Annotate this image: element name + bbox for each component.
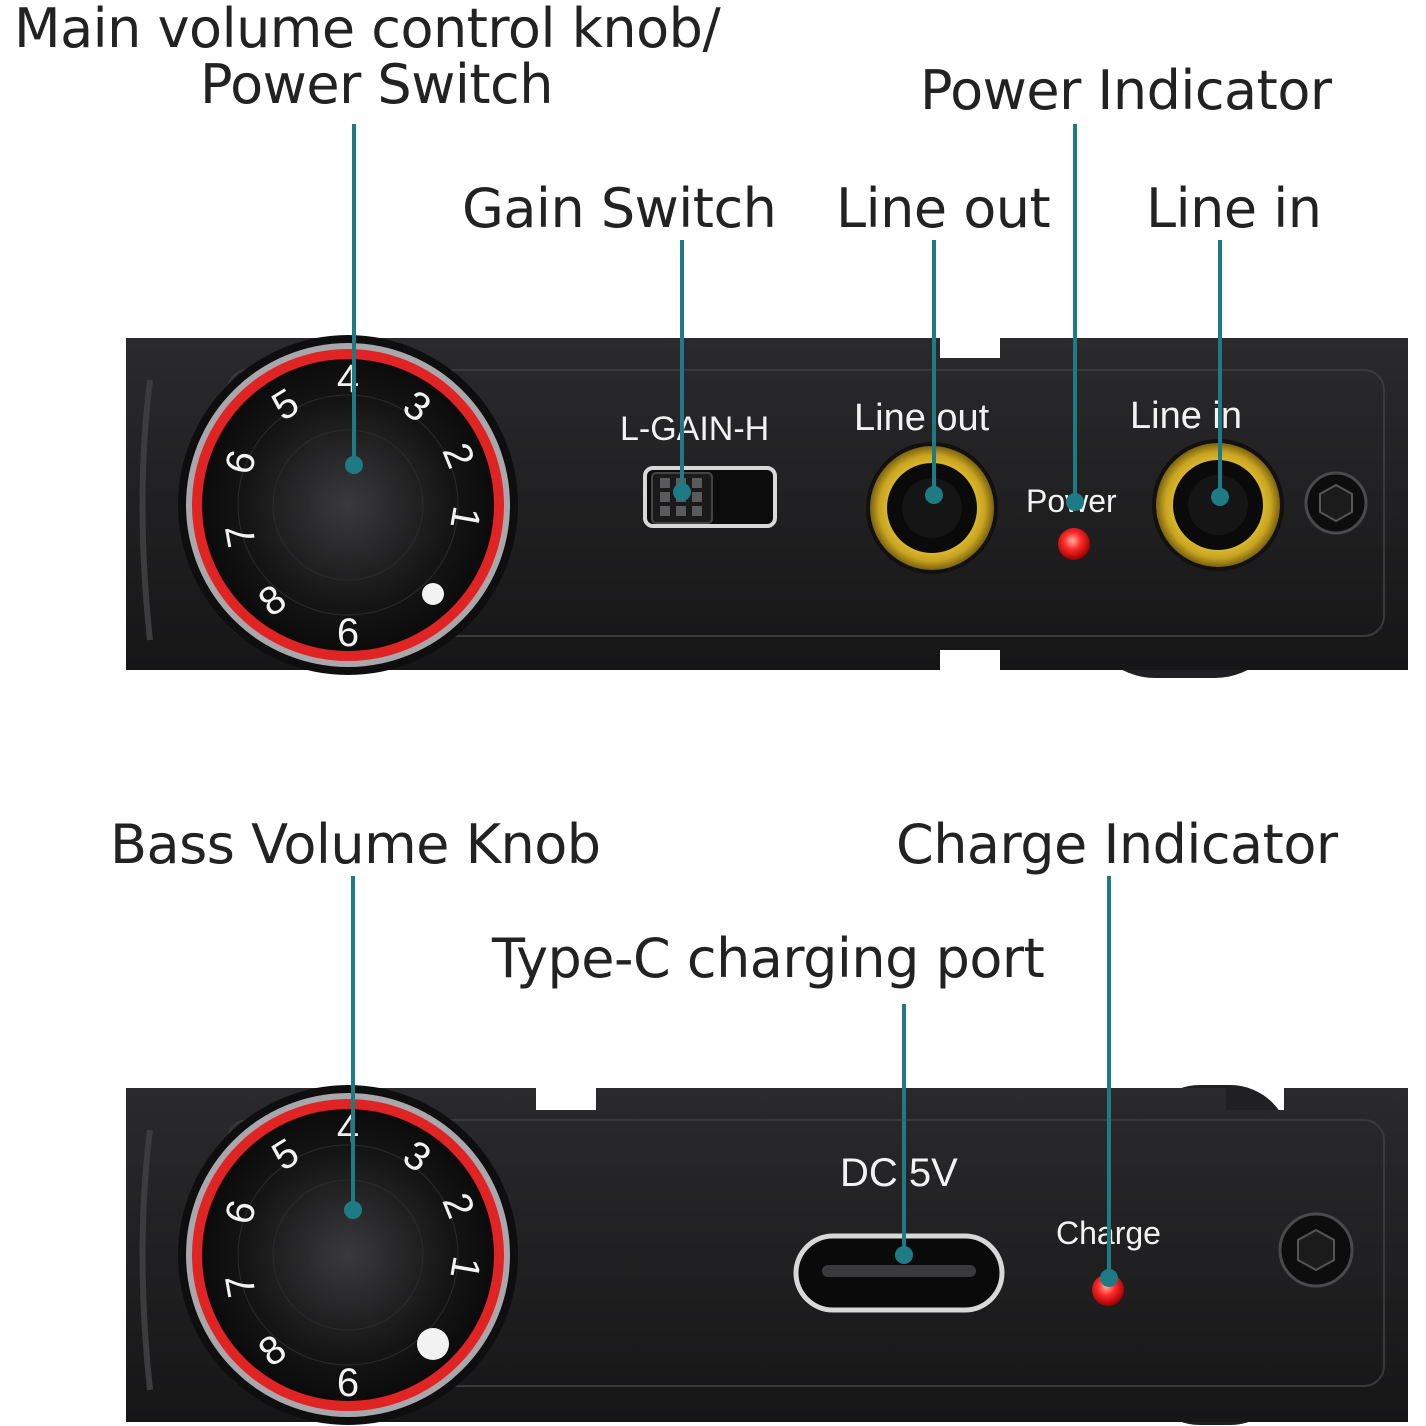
charge-indicator-callout: Charge Indicator xyxy=(896,813,1338,876)
line-out-printed-label: Line out xyxy=(854,397,990,439)
type-c-callout: Type-C charging port xyxy=(492,927,1045,990)
callout-dot xyxy=(925,486,943,504)
line-in-printed-label: Line in xyxy=(1130,395,1242,437)
bass-volume-knob[interactable]: 4 3 2 1 6 8 7 6 5 xyxy=(178,1085,518,1425)
hex-screw-icon xyxy=(1278,1212,1354,1288)
knob-number: 6 xyxy=(337,611,359,655)
line-out-callout: Line out xyxy=(836,177,1051,240)
callout-dot xyxy=(1066,493,1084,511)
hex-screw-icon xyxy=(1304,471,1368,535)
power-indicator-callout: Power Indicator xyxy=(920,59,1332,122)
main-volume-knob[interactable]: 4 3 2 1 6 8 7 6 5 xyxy=(178,335,518,675)
main-volume-callout-line2: Power Switch xyxy=(200,53,553,116)
top-panel: 4 3 2 1 6 8 7 6 5 L-GAIN-H Line out xyxy=(126,335,1408,678)
line-out-jack[interactable] xyxy=(866,442,998,574)
bottom-panel: 4 3 2 1 6 8 7 6 5 DC 5V Charge xyxy=(126,1085,1408,1425)
callout-dot xyxy=(673,483,691,501)
knob-dot xyxy=(417,1328,449,1360)
knob-dot xyxy=(422,583,444,605)
type-c-port[interactable] xyxy=(793,1233,1005,1313)
top-side-curve xyxy=(139,379,153,641)
callout-dot xyxy=(895,1246,913,1264)
callout-dot xyxy=(1100,1269,1118,1287)
callout-dot xyxy=(345,456,363,474)
gain-switch-callout: Gain Switch xyxy=(462,177,777,240)
knob-number: 4 xyxy=(337,1107,359,1151)
line-in-callout: Line in xyxy=(1146,177,1322,240)
power-led xyxy=(1058,528,1090,560)
main-volume-callout-line1: Main volume control knob/ xyxy=(14,0,721,60)
gain-switch[interactable] xyxy=(643,466,777,528)
callout-dot xyxy=(344,1201,362,1219)
bass-knob-callout: Bass Volume Knob xyxy=(110,813,601,876)
callout-dot xyxy=(1211,488,1229,506)
callout-lines xyxy=(351,124,1222,1276)
callout-dots xyxy=(344,456,1229,1287)
dc-printed-label: DC 5V xyxy=(840,1151,958,1195)
bottom-side-curve xyxy=(139,1129,153,1391)
knob-number: 6 xyxy=(337,1361,359,1405)
gain-printed-label: L-GAIN-H xyxy=(620,410,769,448)
